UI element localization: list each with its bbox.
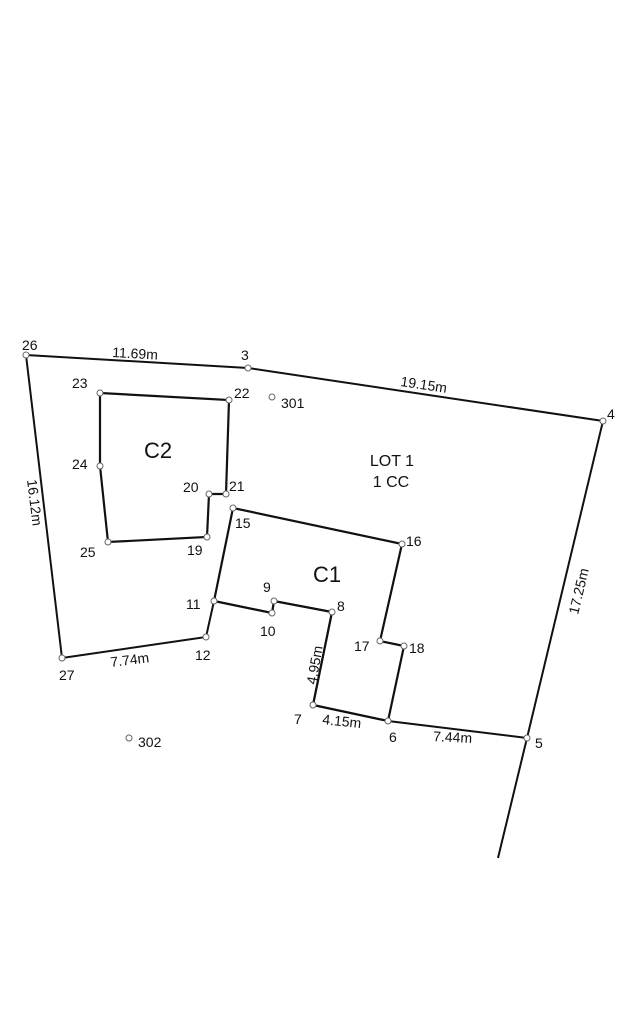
dimension-label: 4.95m [303,644,326,685]
point-label: 23 [72,375,88,391]
point-marker-25 [104,538,112,546]
point-label: 19 [187,542,203,558]
building-label-c2: C2 [144,438,172,463]
point-marker-15 [229,504,237,512]
point-marker-12 [202,633,210,641]
point-marker-3 [244,364,252,372]
lot-type: 1 CC [373,474,409,491]
point-marker-8 [328,608,336,616]
lot-name: LOT 1 [370,453,414,470]
dimension-label: 4.15m [322,711,362,731]
point-marker-6 [384,717,392,725]
point-label: 17 [354,638,370,654]
dimension-labels: 11.69m 19.15m 17.25m 7.44m 4.15m 4.95m 7… [24,344,592,746]
point-label: 7 [294,711,302,727]
dimension-label: 17.25m [565,567,591,616]
point-marker-11 [210,597,218,605]
dimension-label: 16.12m [24,478,46,526]
point-markers [22,351,607,742]
point-label: 4 [607,406,615,422]
point-label: 15 [235,515,251,531]
point-label: 16 [406,533,422,549]
point-label: 6 [389,729,397,745]
point-marker-5 [523,734,531,742]
point-marker-19 [203,533,211,541]
point-label: 20 [183,479,199,495]
point-marker-26 [22,351,30,359]
point-marker-21 [222,490,230,498]
point-label: 25 [80,544,96,560]
point-marker-301 [268,393,276,401]
dimension-label: 11.69m [112,344,159,363]
point-label: 22 [234,385,250,401]
point-label: 27 [59,667,75,683]
point-label: 5 [535,735,543,751]
point-marker-16 [398,540,406,548]
building-label-c1: C1 [313,562,341,587]
point-marker-22 [225,396,233,404]
point-label: 12 [195,647,211,663]
point-marker-9 [270,597,278,605]
point-label: 10 [260,623,276,639]
point-marker-10 [268,609,276,617]
point-marker-4 [599,417,607,425]
point-marker-24 [96,462,104,470]
point-marker-17 [376,637,384,645]
point-label: 301 [281,395,305,411]
building-c1-outline [212,506,406,723]
point-label: 11 [186,596,201,612]
boundary-extension [497,737,528,859]
point-label: 9 [263,579,271,595]
point-marker-27 [58,654,66,662]
point-marker-302 [125,734,133,742]
point-label: 3 [241,347,249,363]
point-marker-18 [400,642,408,650]
dimension-label: 19.15m [400,373,449,396]
dimension-label: 7.74m [109,649,150,670]
point-label: 24 [72,456,88,472]
point-label: 8 [337,598,345,614]
point-label: 302 [138,734,162,750]
point-labels: 3 4 5 6 7 8 9 10 11 12 15 16 17 18 19 20… [22,337,615,751]
dimension-label: 7.44m [433,728,473,746]
point-label: 26 [22,337,38,353]
point-marker-7 [309,701,317,709]
point-marker-23 [96,389,104,397]
point-label: 21 [229,478,245,494]
point-label: 18 [409,640,425,656]
point-marker-20 [205,490,213,498]
building-c2-outline [98,391,231,544]
